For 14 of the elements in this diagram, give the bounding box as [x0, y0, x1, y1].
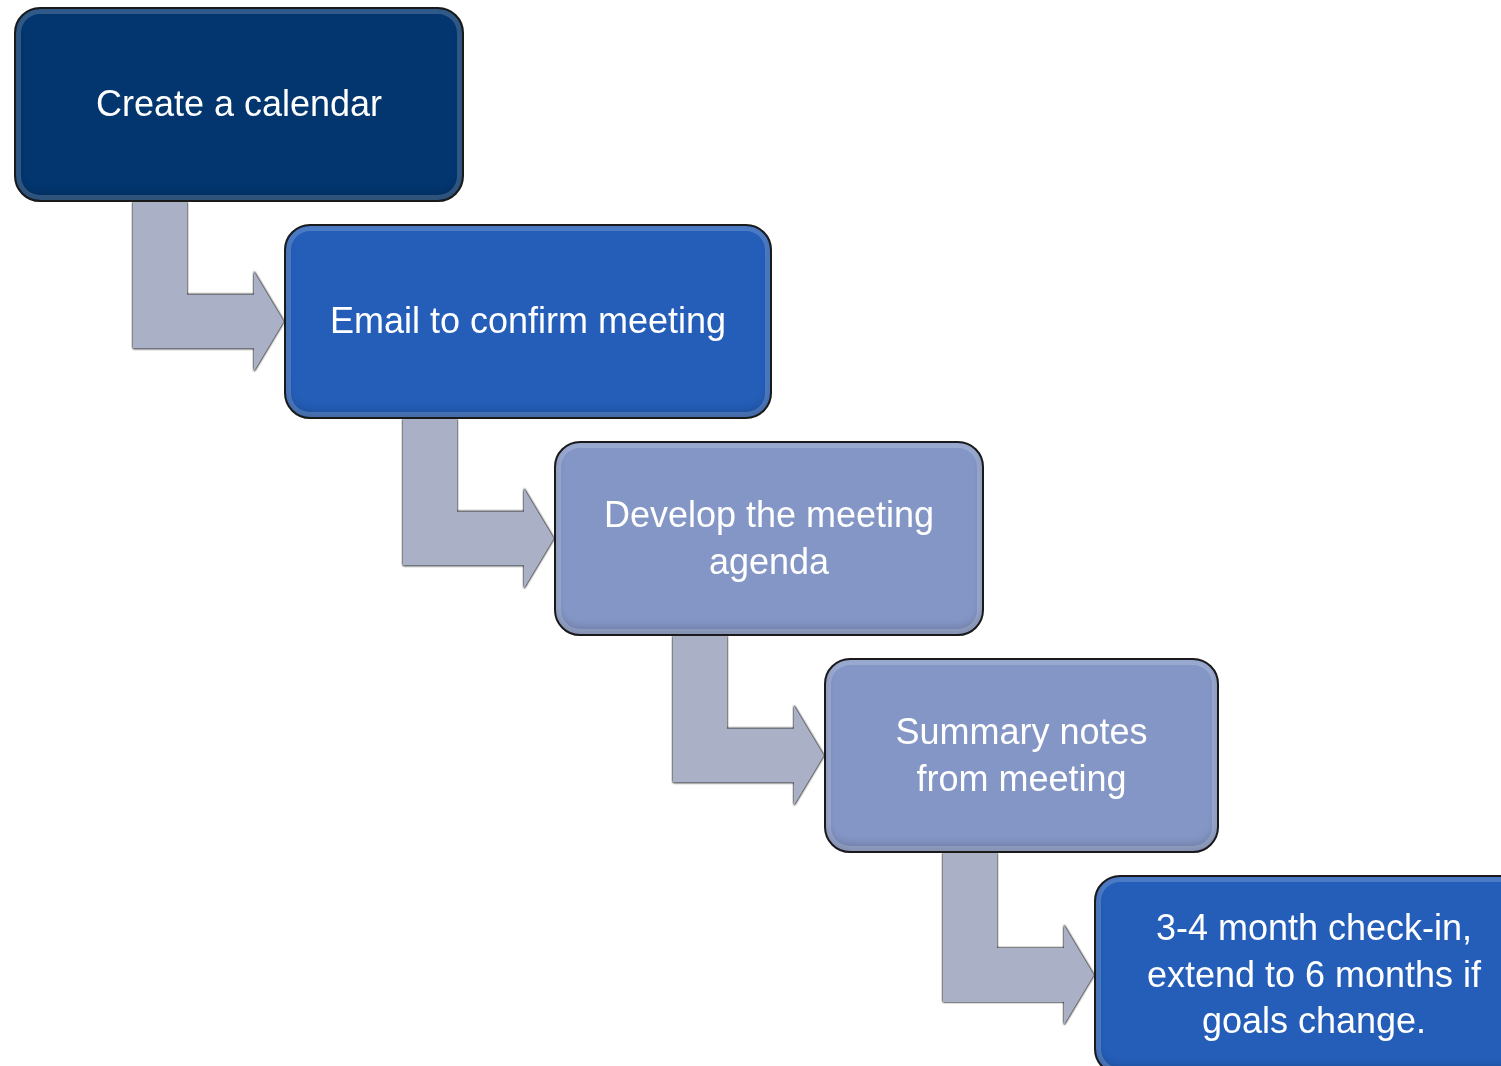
process-box [1094, 875, 1501, 1066]
bent-arrow [403, 419, 554, 589]
bent-arrow [943, 853, 1094, 1025]
process-box [554, 441, 984, 636]
bent-arrow [673, 636, 824, 806]
step-label: Summary notes from meeting [894, 709, 1149, 801]
bent-arrow [133, 202, 284, 372]
step-label: Create a calendar [95, 82, 383, 127]
process-box [284, 224, 772, 419]
step-label: Email to confirm meeting [329, 299, 727, 344]
process-box [824, 658, 1219, 853]
process-box [14, 7, 464, 202]
step-label: Develop the meeting agenda [602, 492, 936, 584]
step-label: 3-4 month check-in, extend to 6 months if goals change. [1145, 905, 1483, 1044]
